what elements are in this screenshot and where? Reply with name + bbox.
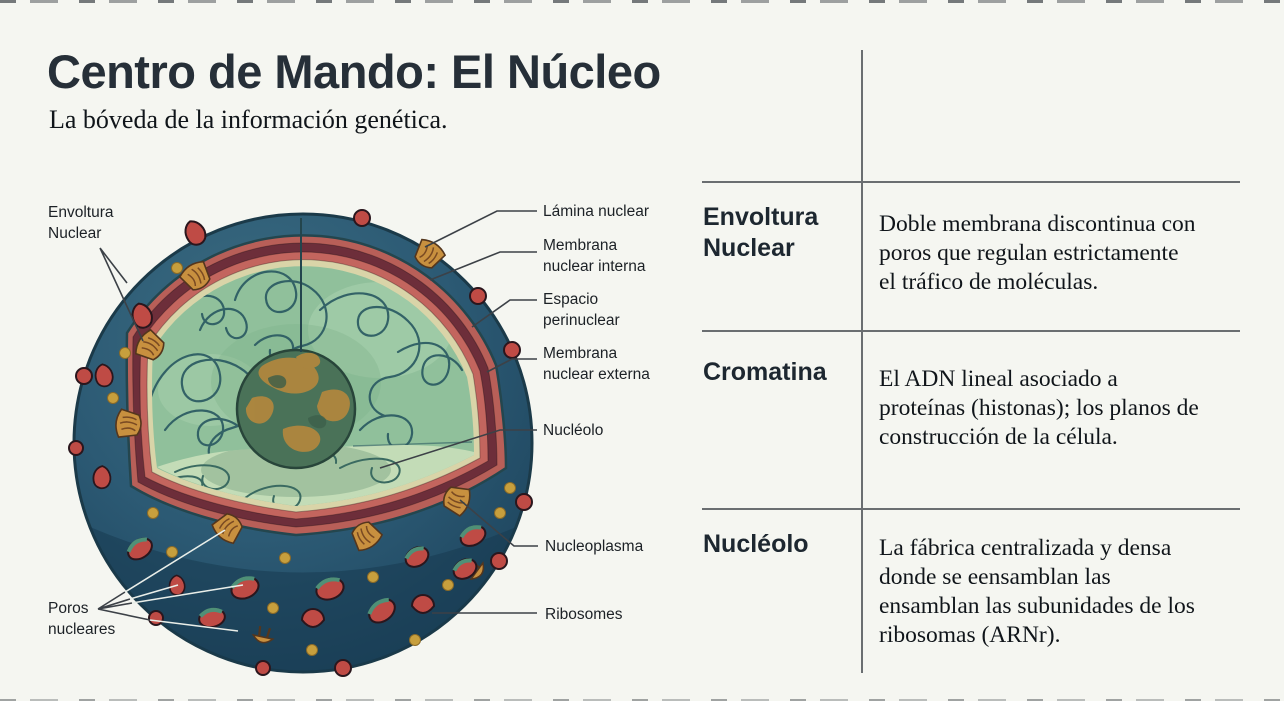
surface-pore-mushroom <box>251 626 275 644</box>
label-nucleolo: Nucléolo <box>543 422 604 439</box>
label-ribosomes: Ribosomes <box>545 606 623 623</box>
page-title: Centro de Mando: El Núcleo <box>47 45 661 98</box>
nuclear-pores-group <box>115 238 485 644</box>
label-membrana-nuclear-externa: Membrana nuclear externa <box>543 345 650 383</box>
label-poros-nucleares: Poros nucleares <box>48 600 116 638</box>
label-espacio-perinuclear: Espacio perinuclear <box>543 291 620 329</box>
label-envoltura-nuclear: Envoltura Nuclear <box>48 204 114 242</box>
membrana-interna-leader <box>429 251 537 281</box>
term-cromatina: Cromatina <box>703 358 827 386</box>
leader-lines <box>97 210 538 621</box>
poros-leader-outer <box>97 591 151 621</box>
label-nucleoplasma: Nucleoplasma <box>545 538 644 555</box>
label-lamina-nuclear: Lámina nuclear <box>543 203 649 220</box>
table-vertical-divider <box>861 50 863 673</box>
definition-cromatina: El ADN lineal asociado a proteínas (hist… <box>879 366 1199 450</box>
espacio-leader <box>471 299 537 328</box>
nucleolo-leader <box>379 429 537 469</box>
nucleoplasma-leader <box>459 499 538 547</box>
top-edge-artifact <box>0 0 1284 3</box>
table-rule-3 <box>702 508 1240 510</box>
ribosome-dots-group <box>92 220 516 656</box>
nucleolus-shadow <box>201 444 391 497</box>
term-nucleolo: Nucléolo <box>703 530 809 558</box>
bean-pores <box>126 525 487 629</box>
bottom-edge-artifact <box>0 699 1284 701</box>
lamina-leader <box>424 210 537 248</box>
poros-leader-inner <box>124 529 244 632</box>
table-rule-2 <box>702 330 1240 332</box>
membrana-externa-leader <box>486 358 537 373</box>
table-rule-1 <box>702 181 1240 183</box>
nucleoplasm-floor <box>157 441 474 506</box>
envoltura-leader <box>99 247 144 342</box>
label-membrana-nuclear-interna: Membrana nuclear interna <box>543 237 646 275</box>
definition-nucleolo: La fábrica centralizada y densa donde se… <box>879 535 1195 648</box>
term-envoltura-nuclear: Envoltura Nuclear <box>703 203 819 262</box>
yellow-dots <box>107 262 516 656</box>
nucleolus-shape <box>235 348 357 470</box>
definition-envoltura-nuclear: Doble membrana discontinua con poros que… <box>879 211 1196 295</box>
page-subtitle: La bóveda de la información genética. <box>49 105 448 134</box>
edge-pore-bumps <box>68 209 533 677</box>
